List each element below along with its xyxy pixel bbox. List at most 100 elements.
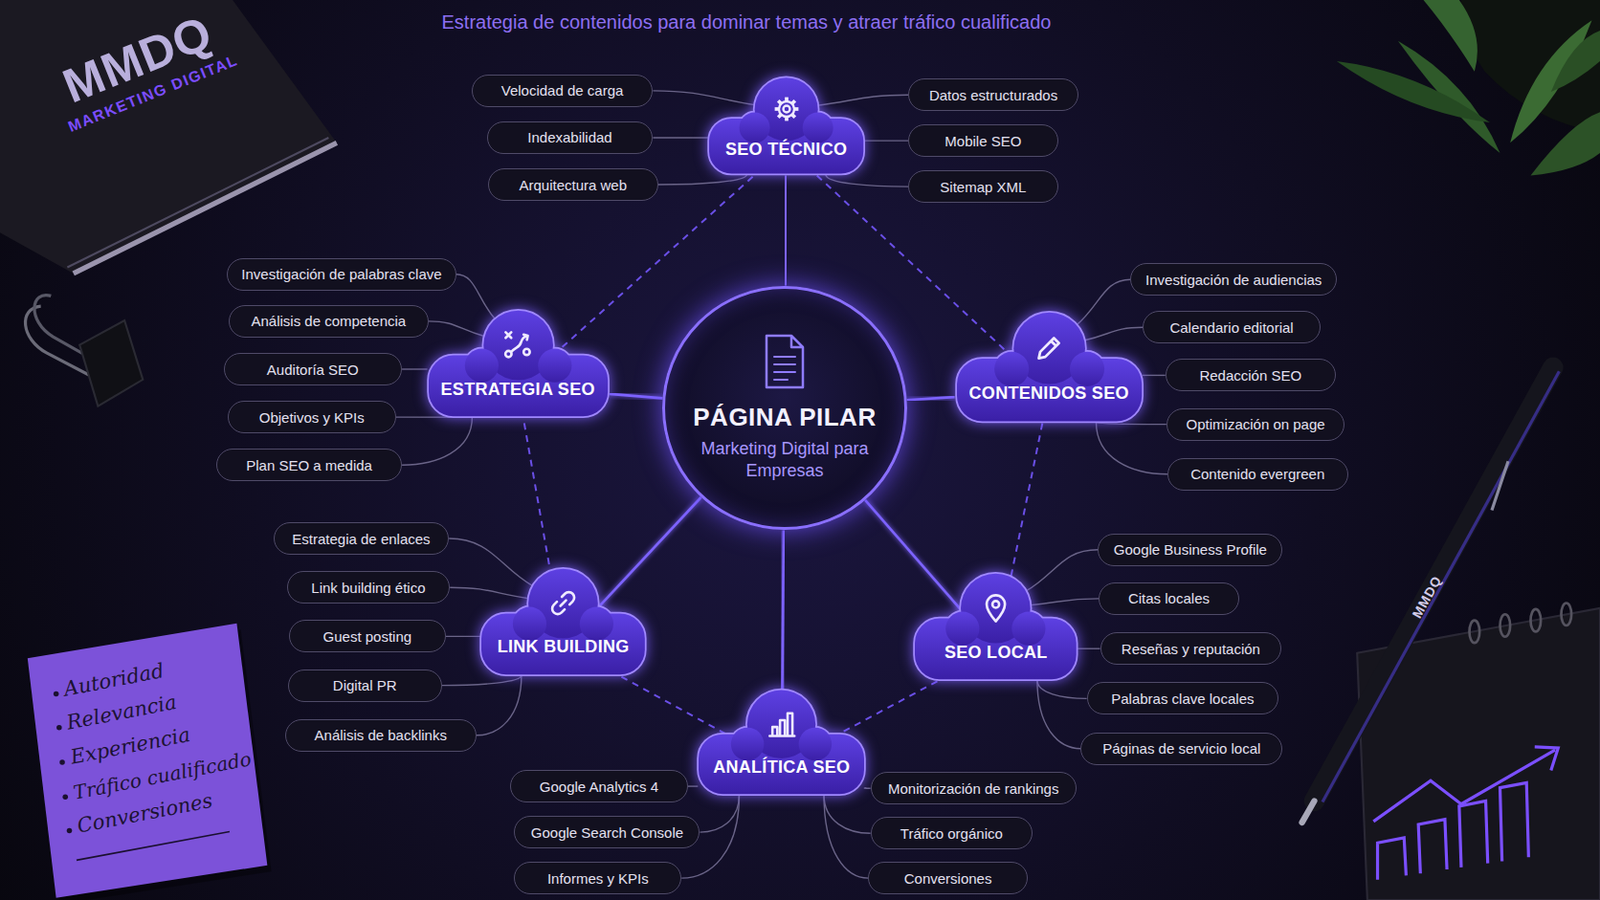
cloud-shoulder [464, 348, 498, 382]
leaf-pill: Auditoría SEO [223, 353, 403, 386]
hub-cloud: SEO TÉCNICO [707, 73, 866, 177]
cloud-shoulder [731, 727, 765, 761]
cloud-shoulder [739, 111, 771, 143]
leaf-pill: Google Analytics 4 [510, 770, 689, 803]
cloud-outline [709, 77, 864, 174]
pillar-circle: PÁGINA PILARMarketing Digital para Empre… [662, 286, 908, 532]
pillar-subtitle: Marketing Digital para Empresas [698, 438, 871, 484]
hub-icon [771, 93, 802, 125]
strategy-dot [523, 349, 530, 356]
cloud-shoulder [739, 111, 771, 143]
pillar-spoke [609, 394, 664, 400]
leaf-connector [864, 787, 870, 790]
hub-label: SEO LOCAL [944, 643, 1048, 664]
pillar-spoke [592, 497, 701, 614]
leaf-pill: Análisis de backlinks [285, 719, 477, 753]
leaf-connector [864, 139, 909, 141]
leaf-connector [823, 795, 871, 835]
leaf-connector [658, 174, 748, 185]
icon-pencil [1039, 338, 1060, 359]
icon-gear [774, 97, 799, 122]
notebook-cover [0, 0, 337, 274]
note-underline [76, 832, 230, 862]
hub-cloud: SEO LOCAL [912, 569, 1079, 682]
leaf-pill: Redacción SEO [1165, 358, 1336, 392]
cloud-fill [698, 689, 865, 795]
leaf-pill: Optimización on page [1166, 408, 1346, 442]
hub-label: ANALÍTICA SEO [712, 757, 850, 778]
leaf-pill: Link building ético [287, 571, 451, 604]
leaf-pill: Informes y KPIs [513, 862, 682, 895]
dashed-link [620, 676, 726, 734]
leaf-connector [476, 675, 522, 736]
leaf-label: Google Business Profile [1113, 541, 1267, 558]
pen-highlight [1322, 371, 1559, 802]
leaf-connector [401, 368, 427, 370]
hub-icon [978, 591, 1013, 625]
leaf-connector [1076, 279, 1132, 326]
notebook-top-left [0, 0, 337, 274]
cloud-outline [956, 312, 1142, 423]
spiral-ring [1530, 609, 1541, 632]
leaf-pill: Plan SEO a medida [216, 448, 402, 482]
pen-tip [1302, 801, 1315, 823]
cloud-outline [914, 574, 1077, 681]
leaf-label: Objetivos y KPIs [259, 409, 365, 426]
cloud-outline [698, 689, 865, 795]
leaf [1423, 0, 1478, 72]
leaf-label: Investigación de palabras clave [241, 266, 442, 283]
trend-arrowhead [1534, 747, 1559, 772]
cloud-fill [914, 574, 1077, 681]
leaf-pill: Indexabilidad [487, 121, 654, 155]
leaf-pill: Objetivos y KPIs [227, 400, 397, 434]
document-outline [766, 335, 803, 388]
cloud-shoulder [799, 727, 833, 761]
pencil-shape [1039, 338, 1060, 359]
pen-clip [1491, 461, 1509, 511]
leaf-pill: Datos estructurados [908, 78, 1079, 112]
bullet [56, 725, 63, 732]
pillar-spoke [783, 175, 787, 286]
leaf-label: Análisis de backlinks [314, 727, 447, 744]
cloud-shoulder [994, 352, 1029, 387]
leaf-label: Auditoría SEO [266, 361, 359, 378]
hub-cloud: CONTENIDOS SEO [955, 308, 1144, 423]
leaf-pill: Monitorización de rankings [870, 772, 1077, 805]
document-lines [774, 356, 796, 380]
spiral-ring [1469, 621, 1481, 644]
bullet [53, 691, 60, 698]
leaf-connector [449, 587, 529, 600]
leaf-label: Velocidad de carga [501, 82, 624, 99]
leaf-connector [1077, 648, 1100, 650]
leaf-connector [401, 417, 472, 466]
leaf-label: Mobile SEO [944, 133, 1022, 150]
hub-icon [765, 708, 800, 742]
hub-label: CONTENIDOS SEO [969, 383, 1130, 404]
icon-strategy [505, 333, 531, 358]
leaf-connector [442, 675, 522, 687]
leaf-pill: Arquitectura web [488, 168, 659, 201]
hub-cloud: ANALÍTICA SEO [696, 686, 867, 797]
leaf-label: Guest posting [323, 628, 413, 645]
leaf-connector [445, 636, 481, 638]
document-icon [762, 333, 807, 390]
leaf-connector [652, 90, 755, 106]
leaf-label: Informes y KPIs [547, 870, 649, 888]
cloud-shoulder [802, 111, 834, 143]
gear-tooth [791, 114, 795, 118]
leaf-pill: Tráfico orgánico [870, 817, 1034, 850]
leaf-connector [823, 795, 868, 879]
strategy-dot [505, 351, 512, 357]
hub-label: ESTRATEGIA SEO [441, 379, 596, 400]
cloud-shoulder [579, 606, 614, 641]
cloud-shoulder [512, 606, 547, 641]
bars-shape [769, 712, 795, 736]
gear-tooth [794, 107, 799, 112]
leaf-pill: Palabras clave locales [1087, 682, 1279, 715]
cloud-fill [709, 77, 864, 174]
notebook-pages [73, 142, 337, 274]
leaf-pill: Contenido evergreen [1167, 458, 1349, 491]
title-wrap: Estrategia de contenidos para dominar te… [0, 11, 1493, 34]
